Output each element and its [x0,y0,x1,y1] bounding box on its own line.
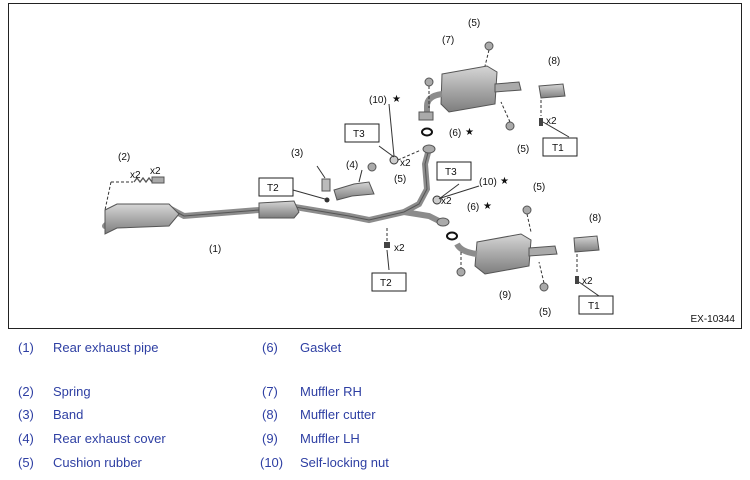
x2-t2b: x2 [394,243,405,254]
legend-label: Muffler LH [300,431,360,446]
muffler-cutters [538,83,600,284]
callout-3: (3) [291,148,303,159]
svg-text:T3: T3 [445,167,457,178]
star-6b: ★ [483,201,492,212]
callout-1: (1) [209,244,221,255]
legend-number: (8) [262,407,278,422]
torque-box-t1-upper: T1 [542,137,578,157]
rear-exhaust-pipe [102,144,450,235]
gaskets [421,127,458,241]
callout-6b: (6) [467,202,479,213]
callout-7: (7) [442,35,454,46]
callout-2: (2) [118,152,130,163]
x2-t3a: x2 [400,158,411,169]
svg-text:T2: T2 [267,183,279,194]
legend-number: (9) [262,431,278,446]
band [316,165,331,203]
svg-text:T2: T2 [380,278,392,289]
x2-t3b: x2 [441,196,452,207]
x2-t1b: x2 [582,276,593,287]
legend-label: Muffler cutter [300,407,376,422]
star-10b: ★ [500,176,509,187]
legend-label: Cushion rubber [53,455,142,470]
svg-text:T1: T1 [588,301,600,312]
callout-8b: (8) [589,213,601,224]
legend-number: (10) [260,455,284,470]
callout-8a: (8) [548,56,560,67]
torque-box-t1-lower: T1 [578,295,614,315]
exploded-diagram: (1) (2) (3) (4) (5) (5) (5) (5) (5) (6) … [8,3,742,329]
rear-exhaust-cover [333,169,375,201]
legend-label: Rear exhaust cover [53,431,166,446]
star-10a: ★ [392,94,401,105]
x2-spring-bolt: x2 [150,166,161,177]
torque-box-t3-upper: T3 [344,123,380,143]
self-locking-nuts [388,103,480,205]
spring [104,176,165,211]
legend-label: Band [53,407,84,422]
legend-number: (1) [18,340,34,355]
svg-text:T3: T3 [353,129,365,140]
diagram-svg: (1) (2) (3) (4) (5) (5) (5) (5) (5) (6) … [102,18,614,318]
torque-box-t3-lower: T3 [436,161,472,181]
muffler-rh [418,65,522,121]
legend-label: Rear exhaust pipe [53,340,159,355]
legend-label: Self-locking nut [300,455,389,470]
legend-number: (2) [18,384,34,399]
legend-number: (3) [18,407,34,422]
legend-number: (5) [18,455,34,470]
callout-5c: (5) [394,174,406,185]
callout-4: (4) [346,160,358,171]
star-6a: ★ [465,127,474,138]
muffler-lh [454,233,558,277]
callout-9: (9) [499,290,511,301]
x2-spring: x2 [130,170,141,181]
torque-box-t2-lower: T2 [371,272,407,292]
figure-id: EX-10344 [690,314,735,325]
callout-10b: (10) [479,177,497,188]
legend-number: (7) [262,384,278,399]
legend-number: (6) [262,340,278,355]
callout-5d: (5) [533,182,545,193]
svg-text:T1: T1 [552,143,564,154]
callout-5b: (5) [517,144,529,155]
callout-5e: (5) [539,307,551,318]
torque-box-t2-upper: T2 [258,177,294,197]
callout-10a: (10) [369,95,387,106]
bolt-t2-lower [384,228,390,271]
legend-number: (4) [18,431,34,446]
x2-t1a: x2 [546,116,557,127]
parts-legend: (1) Rear exhaust pipe (2) Spring (3) Band (4) R… [0,336,750,480]
legend-label: Gasket [300,340,342,355]
cushion-rubbers [367,41,549,292]
legend-label: Muffler RH [300,384,362,399]
callout-5a: (5) [468,18,480,29]
callout-6a: (6) [449,128,461,139]
legend-label: Spring [53,384,91,399]
